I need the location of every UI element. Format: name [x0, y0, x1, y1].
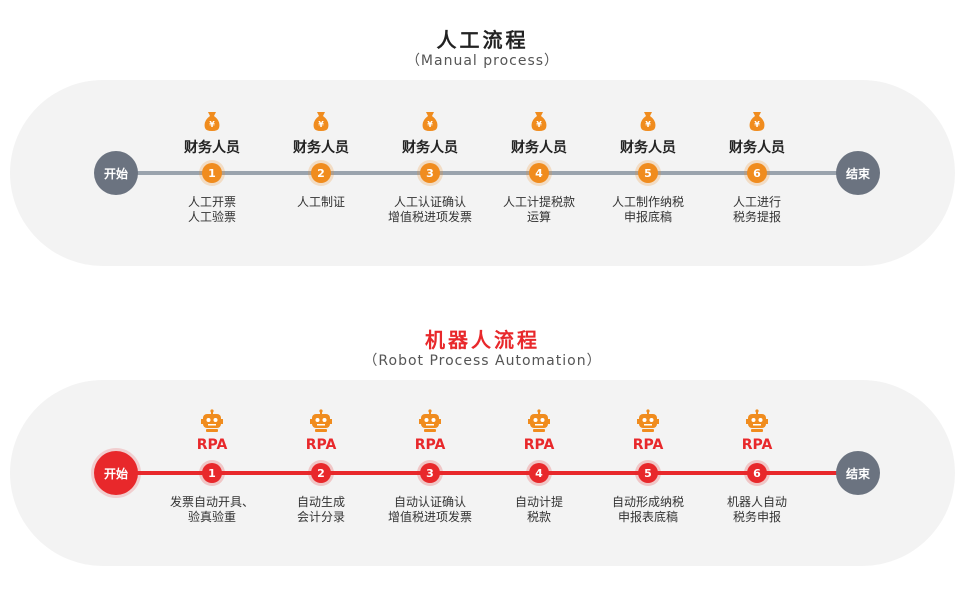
- step-number-badge: 5: [638, 163, 658, 183]
- step-description: 人工开票人工验票: [152, 195, 272, 225]
- step-role-label: RPA: [305, 437, 337, 453]
- rpa-start-node: 开始: [94, 451, 138, 495]
- svg-text:¥: ¥: [427, 120, 433, 129]
- step-description: 自动认证确认增值税进项发票: [370, 495, 490, 525]
- step-role-label: 财务人员: [402, 140, 458, 156]
- step-description-line: 自动认证确认: [393, 495, 466, 509]
- step-number-badge: 3: [420, 163, 440, 183]
- step-number-badge: 3: [420, 463, 440, 483]
- money-bag-icon: ¥: [418, 109, 442, 133]
- rpa-end-node: 结束: [836, 451, 880, 495]
- robot-icon: [418, 409, 442, 433]
- step-role-label: RPA: [741, 437, 773, 453]
- step-description-line: 运算: [526, 210, 551, 224]
- svg-text:¥: ¥: [318, 120, 324, 129]
- step-description-line: 税务提报: [732, 210, 781, 224]
- svg-text:¥: ¥: [754, 120, 760, 129]
- step-number-badge: 2: [311, 463, 331, 483]
- money-bag-icon: ¥: [527, 109, 551, 133]
- money-bag-icon: ¥: [309, 109, 333, 133]
- step-description-line: 自动计提: [514, 495, 563, 509]
- step-description-line: 验真验重: [187, 510, 236, 524]
- svg-text:¥: ¥: [536, 120, 542, 129]
- step-role-label: RPA: [632, 437, 664, 453]
- step-role-label: RPA: [196, 437, 228, 453]
- step-description: 人工制证: [261, 195, 381, 210]
- step-description-line: 人工计提税款: [502, 195, 575, 209]
- manual-start-node: 开始: [94, 151, 138, 195]
- step-description-line: 税务申报: [732, 510, 781, 524]
- step-description-line: 申报表底稿: [617, 510, 678, 524]
- robot-icon: [200, 409, 224, 433]
- step-description: 自动计提税款: [479, 495, 599, 525]
- step-role-label: RPA: [523, 437, 555, 453]
- step-description-line: 增值税进项发票: [387, 510, 472, 524]
- step-description-line: 自动形成纳税: [611, 495, 684, 509]
- step-description: 机器人自动税务申报: [697, 495, 817, 525]
- step-description-line: 发票自动开具、: [169, 495, 254, 509]
- step-role-label: RPA: [414, 437, 446, 453]
- step-role-label: 财务人员: [293, 140, 349, 156]
- step-number-badge: 1: [202, 463, 222, 483]
- svg-text:¥: ¥: [645, 120, 651, 129]
- money-bag-icon: ¥: [636, 109, 660, 133]
- robot-icon: [527, 409, 551, 433]
- step-number-badge: 1: [202, 163, 222, 183]
- step-description-line: 机器人自动: [726, 495, 787, 509]
- step-number-badge: 4: [529, 463, 549, 483]
- step-description: 自动形成纳税申报表底稿: [588, 495, 708, 525]
- step-number-badge: 6: [747, 463, 767, 483]
- step-number-badge: 6: [747, 163, 767, 183]
- step-description-line: 人工验票: [187, 210, 236, 224]
- step-description-line: 人工进行: [732, 195, 781, 209]
- rpa-title: 机器人流程: [425, 328, 540, 352]
- robot-icon: [636, 409, 660, 433]
- step-description-line: 人工制证: [296, 195, 345, 209]
- rpa-flow-line: [115, 471, 860, 475]
- manual-subtitle: （Manual process）: [405, 53, 560, 69]
- manual-title: 人工流程: [436, 28, 529, 52]
- step-number-badge: 2: [311, 163, 331, 183]
- rpa-subtitle: （Robot Process Automation）: [363, 353, 602, 369]
- step-description-line: 会计分录: [296, 510, 345, 524]
- manual-end-node: 结束: [836, 151, 880, 195]
- step-description-line: 自动生成: [296, 495, 345, 509]
- step-role-label: 财务人员: [511, 140, 567, 156]
- step-description-line: 人工认证确认: [393, 195, 466, 209]
- step-number-badge: 5: [638, 463, 658, 483]
- step-description: 自动生成会计分录: [261, 495, 381, 525]
- step-description-line: 申报底稿: [623, 210, 672, 224]
- step-description-line: 人工开票: [187, 195, 236, 209]
- robot-icon: [309, 409, 333, 433]
- step-description: 人工认证确认增值税进项发票: [370, 195, 490, 225]
- money-bag-icon: ¥: [745, 109, 769, 133]
- step-description-line: 人工制作纳税: [611, 195, 684, 209]
- step-description-line: 增值税进项发票: [387, 210, 472, 224]
- step-role-label: 财务人员: [729, 140, 785, 156]
- robot-icon: [745, 409, 769, 433]
- step-description: 人工制作纳税申报底稿: [588, 195, 708, 225]
- step-number-badge: 4: [529, 163, 549, 183]
- money-bag-icon: ¥: [200, 109, 224, 133]
- step-description: 人工进行税务提报: [697, 195, 817, 225]
- step-description-line: 税款: [526, 510, 551, 524]
- svg-text:¥: ¥: [209, 120, 215, 129]
- step-role-label: 财务人员: [184, 140, 240, 156]
- step-role-label: 财务人员: [620, 140, 676, 156]
- manual-flow-line: [115, 171, 860, 175]
- step-description: 发票自动开具、验真验重: [152, 495, 272, 525]
- step-description: 人工计提税款运算: [479, 195, 599, 225]
